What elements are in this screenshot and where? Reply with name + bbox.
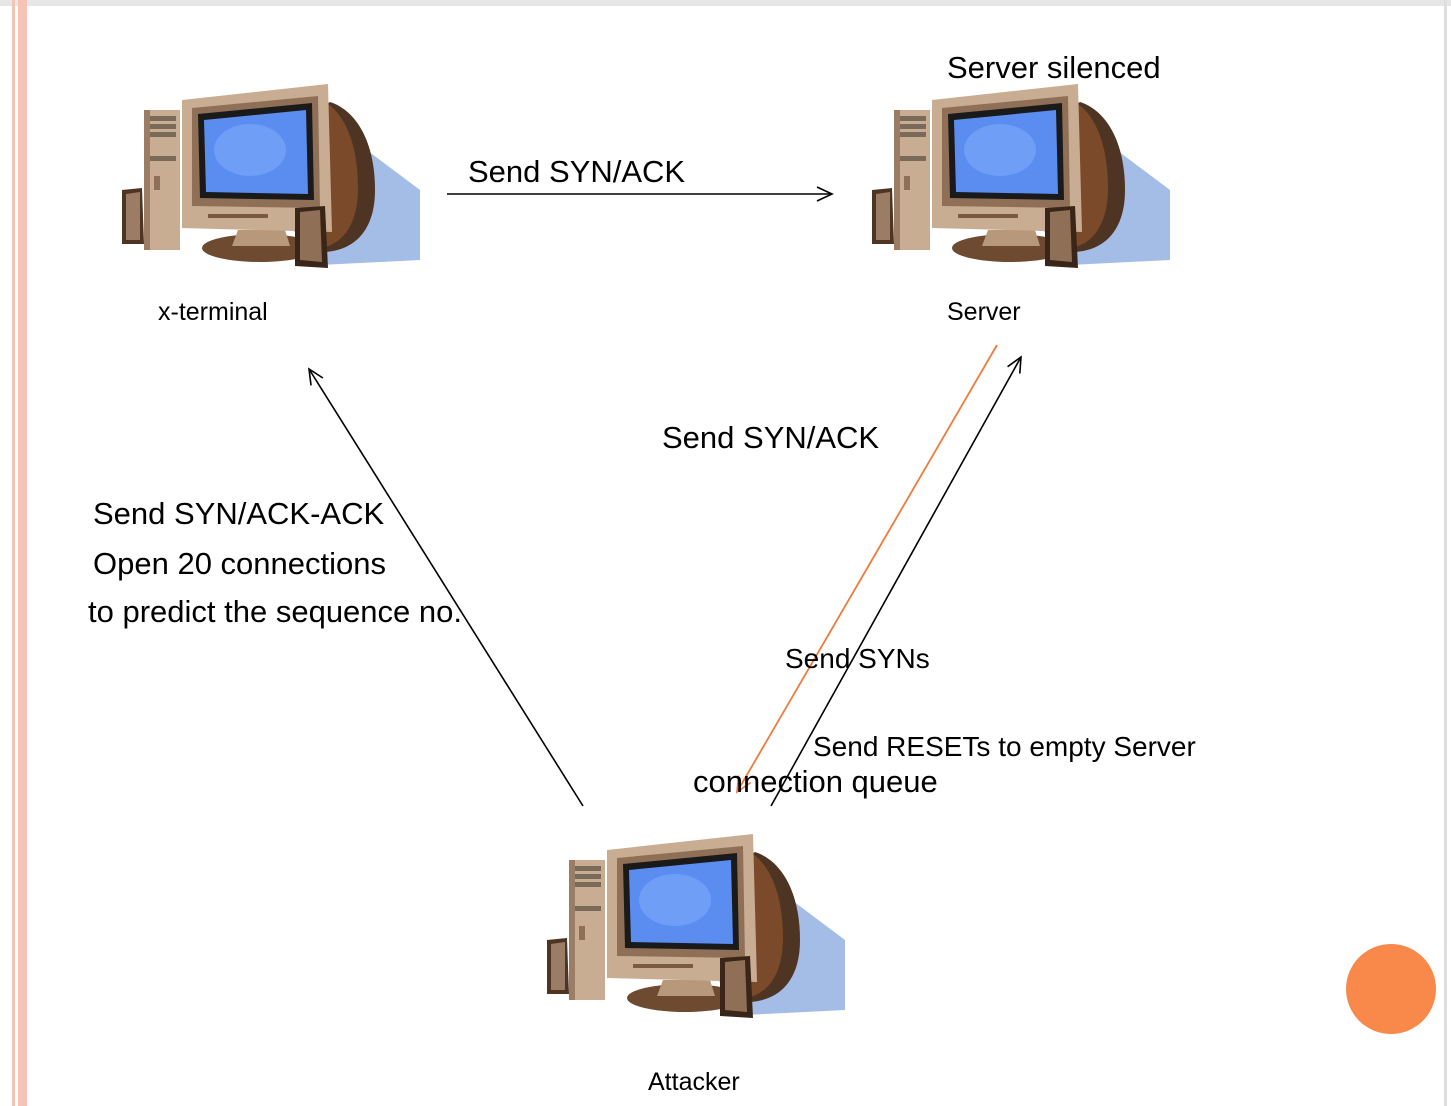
computer-icon-xterminal [120,80,420,270]
arrow-attacker-to-xterminal [307,367,584,807]
corner-decoration-dot [1346,944,1436,1034]
node-label-server: Server [947,298,1021,326]
computer-icon [547,834,845,1018]
arrow-server-to-attacker [736,344,998,794]
slide-top-border [0,0,1451,6]
node-label-xterminal: x-terminal [158,298,268,326]
arrow-attacker-to-server [770,355,1022,807]
attacker-resets-label: Send RESETs to empty Server [813,731,1196,762]
node-label-attacker: Attacker [648,1068,740,1096]
server-to-attacker-label: Send SYN/ACK [662,420,880,455]
xterm-to-server-label: Send SYN/ACK [468,154,686,189]
right-slide-border [1444,0,1447,1106]
left-accent-stripe-thin [12,0,15,1106]
computer-icon [872,84,1170,268]
server-status-label: Server silenced [947,50,1161,85]
computer-icon [122,84,420,268]
attacker-to-xterm-line-1: Send SYN/ACK-ACK [93,496,385,531]
computer-icon-attacker [545,830,845,1020]
attacker-resets-label-cont: connection queue [693,764,938,799]
attacker-to-xterm-line-3: to predict the sequence no. [88,594,462,629]
attacker-to-xterm-line-2: Open 20 connections [93,546,386,581]
computer-icon-server [870,80,1170,270]
attacker-syns-label: Send SYNs [785,643,930,674]
left-accent-stripe-thick [18,0,27,1106]
